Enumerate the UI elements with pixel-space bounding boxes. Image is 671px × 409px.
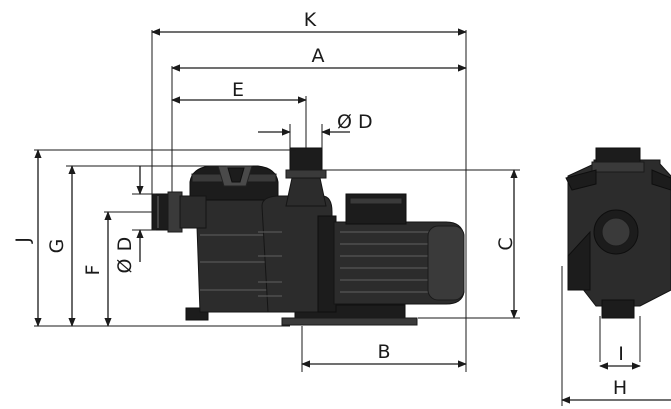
diameter-symbol-outlet: Ø	[337, 111, 352, 133]
label-i: I	[618, 343, 624, 365]
dimension-d-inlet: D Ø	[114, 166, 156, 273]
pump-front-view	[565, 147, 671, 362]
label-e: E	[232, 79, 244, 101]
label-a: A	[312, 45, 325, 67]
dimension-f: F	[82, 211, 156, 327]
pump-side-view	[151, 147, 465, 326]
dimension-j: J	[12, 149, 296, 327]
label-k: K	[304, 9, 317, 31]
dimension-b: B	[301, 326, 467, 372]
dimension-i: I	[599, 343, 641, 370]
dimension-e: E	[171, 79, 307, 148]
label-h: H	[613, 377, 627, 399]
dimension-k: K	[151, 9, 467, 372]
label-f: F	[82, 265, 104, 276]
label-b: B	[377, 341, 390, 363]
dimension-g: G	[46, 165, 226, 327]
dimension-d-outlet: Ø D	[258, 111, 373, 148]
label-g: G	[46, 239, 68, 254]
pump-motor	[333, 193, 465, 305]
label-c: C	[495, 237, 517, 250]
label-d-inlet: D	[114, 237, 136, 252]
label-d-outlet: D	[358, 111, 373, 133]
dimension-a: A	[171, 45, 467, 192]
strainer-pot	[151, 165, 279, 313]
dimension-c: C	[322, 169, 520, 319]
diameter-symbol-inlet: Ø	[114, 259, 136, 274]
pump-volute	[258, 147, 337, 313]
dimension-h: H	[561, 266, 671, 406]
label-j: J	[12, 237, 34, 244]
